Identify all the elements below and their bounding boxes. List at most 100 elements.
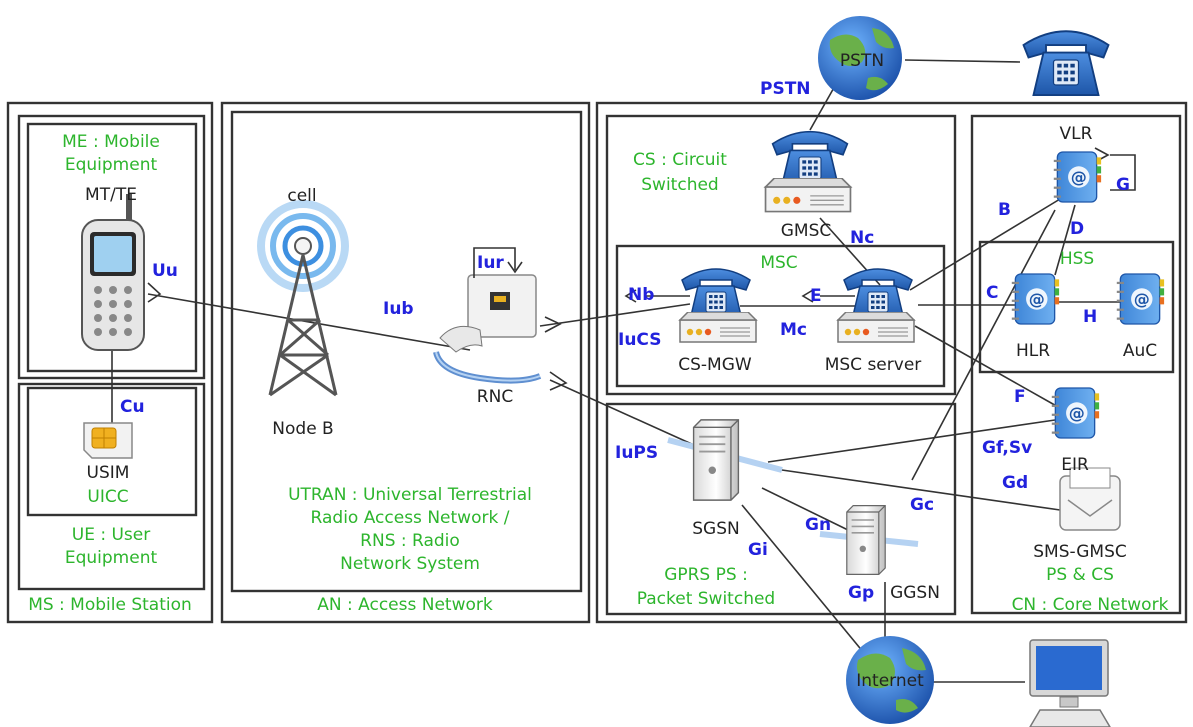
b-line [909, 195, 1066, 291]
ue-label-1: UE : User [72, 525, 150, 545]
gc-line [911, 209, 1056, 481]
e-arrow [801, 289, 814, 303]
hlr-label: HLR [1016, 341, 1050, 361]
hss-region-box [970, 114, 1182, 615]
iucs-arrow [544, 316, 562, 333]
auc-database-icon [1115, 272, 1165, 326]
eir-database-icon [1050, 386, 1100, 440]
gp-interface-label: Gp [848, 583, 874, 603]
pscs-label: PS & CS [1046, 565, 1114, 585]
gmsc-switch-icon [764, 178, 852, 213]
gn-interface-label: Gn [805, 515, 831, 535]
utran-box [230, 110, 583, 593]
an-domain-box [220, 101, 591, 624]
gi-interface-label: Gi [748, 540, 768, 560]
pstn-phone-line [904, 59, 1021, 63]
pstn-globe-label: PSTN [840, 51, 884, 71]
vlr-database-icon [1052, 150, 1102, 204]
ms-domain-label: MS : Mobile Station [28, 595, 192, 615]
mtte-label: MT/TE [85, 185, 137, 205]
hss-box [978, 240, 1175, 374]
gd-line [767, 467, 1061, 511]
pstn-phone-icon [1022, 30, 1110, 96]
iups-arrow [549, 371, 568, 391]
mscserver-switch-icon [837, 312, 915, 343]
gprs-domain-box [605, 402, 957, 616]
me-label-1: ME : Mobile [62, 132, 160, 152]
gprs-label-2: Packet Switched [637, 589, 775, 609]
msc-label: MSC [760, 253, 797, 273]
nodeb-label: Node B [272, 419, 333, 439]
b-interface-label: B [998, 200, 1011, 220]
gmsc-label: GMSC [781, 221, 832, 241]
utran-label-2: Radio Access Network / [311, 508, 510, 528]
nb-arrow [624, 289, 637, 303]
ms-domain-box [6, 101, 214, 624]
iur-interface-label: Iur [477, 253, 504, 273]
nodeb-antenna-icon [257, 200, 349, 397]
sgsn-label: SGSN [692, 519, 739, 539]
ggsn-server-icon [845, 504, 887, 576]
smsgmsc-label: SMS-GMSC [1033, 542, 1127, 562]
nc-interface-label: Nc [850, 228, 874, 248]
utran-label-4: Network System [340, 554, 480, 574]
internet-globe [846, 636, 934, 724]
utran-label-1: UTRAN : Universal Terrestrial [288, 485, 532, 505]
iucs-interface-label: IuCS [618, 330, 661, 350]
usim-card-icon [83, 422, 133, 459]
cs-domain-box [605, 114, 957, 396]
mobile-phone-icon [81, 194, 145, 351]
gi-line [741, 504, 879, 671]
iub-interface-label: Iub [383, 299, 414, 319]
uicc-label: UICC [87, 487, 128, 507]
auc-label: AuC [1123, 341, 1157, 361]
utran-label-3: RNS : Radio [360, 531, 460, 551]
gd-interface-label: Gd [1002, 473, 1028, 493]
pstn-globe [818, 16, 902, 100]
cell-label: cell [287, 186, 316, 206]
iucs-line [539, 303, 691, 327]
e-interface-label: E [810, 286, 822, 306]
cu-interface-label: Cu [120, 397, 145, 417]
hss-label: HSS [1060, 249, 1094, 269]
msc-box [615, 244, 946, 388]
hlr-database-icon [1010, 272, 1060, 326]
cs-label-2: Switched [641, 175, 718, 195]
cn-domain-label: CN : Core Network [1012, 595, 1169, 615]
vlr-label: VLR [1060, 124, 1093, 144]
connection-lines [111, 59, 1136, 683]
eir-label: EIR [1061, 455, 1089, 475]
usim-label: USIM [87, 463, 130, 483]
gc-interface-label: Gc [910, 495, 934, 515]
csmgw-label: CS-MGW [678, 355, 752, 375]
cn-domain-box [595, 101, 1188, 624]
rnc-router-icon [433, 274, 542, 384]
uu-interface-label: Uu [152, 261, 178, 281]
g-loop [1110, 154, 1136, 191]
ue-label-2: Equipment [65, 548, 158, 568]
mscserver-label: MSC server [825, 355, 922, 375]
uu-iub-line [147, 293, 471, 351]
csmgw-switch-icon [679, 312, 757, 343]
internet-globe-label: Internet [856, 671, 924, 691]
pstn-interface-label: PSTN [760, 79, 811, 99]
gprs-label-1: GPRS PS : [664, 565, 748, 585]
f-line [914, 325, 1061, 409]
ggsn-label: GGSN [890, 583, 940, 603]
d-interface-label: D [1070, 219, 1084, 239]
rnc-label: RNC [477, 387, 513, 407]
gn-line [761, 487, 849, 531]
cs-label-1: CS : Circuit [633, 150, 727, 170]
sgsn-server-icon [692, 418, 740, 502]
mc-interface-label: Mc [780, 320, 807, 340]
iur-arrow [507, 261, 523, 274]
iups-line [549, 379, 706, 451]
nb-interface-label: Nb [628, 285, 654, 305]
smsgmsc-device-icon [1059, 467, 1121, 531]
g-interface-label: G [1116, 175, 1130, 195]
pc-icon [1029, 639, 1111, 727]
c-interface-label: C [986, 283, 998, 303]
d-line [1054, 204, 1076, 276]
gfsv-interface-label: Gf,Sv [982, 438, 1032, 458]
